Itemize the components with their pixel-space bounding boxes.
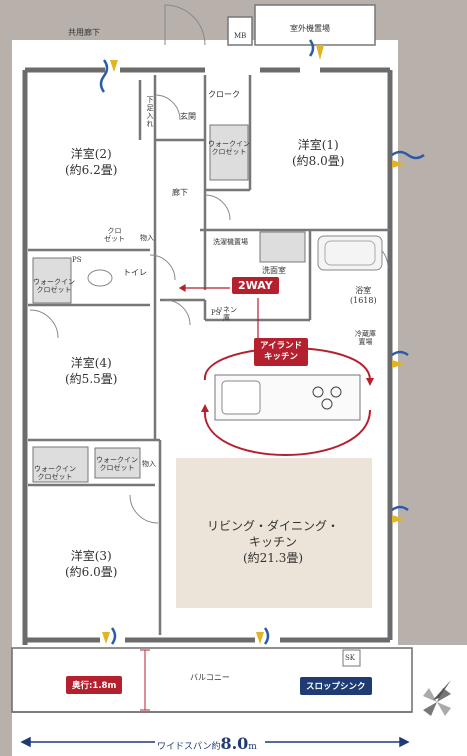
balcony-label: バルコニー — [190, 673, 230, 682]
wic3-line2: クロゼット — [37, 473, 73, 482]
linen-line2: 庫 — [223, 314, 230, 323]
closet2-line1: クロ — [107, 227, 122, 235]
depth-badge: 奥行:1.8m — [66, 676, 123, 694]
depth-dimension — [140, 649, 150, 711]
door-swings — [29, 4, 389, 524]
wic-left-line1: ウォークイン — [33, 278, 75, 286]
width-span-text: ワイドスパン約 — [157, 742, 221, 752]
room3-size: (約6.0畳) — [65, 565, 118, 580]
ldk-line2: キッチン — [249, 535, 298, 550]
mb-label: MB — [234, 32, 247, 40]
wic4-label: ウォークイン クロゼット — [96, 456, 138, 472]
closet2-line2: ゼット — [104, 235, 125, 244]
room2-name: 洋室(2) — [70, 147, 112, 161]
interior-walls — [28, 75, 390, 635]
bath-name: 浴室 — [355, 286, 372, 295]
room3-name: 洋室(3) — [70, 549, 112, 563]
washroom-label: 洗面室 — [262, 266, 286, 275]
room2-label: 洋室(2) (約6.2畳) — [65, 146, 117, 178]
bathtub — [317, 235, 383, 271]
fridge-label: 冷蔵庫 置場 — [355, 330, 376, 346]
wic-left-line2: クロゼット — [36, 286, 72, 295]
laundry-pan-label: 洗濯機置場 — [213, 238, 248, 246]
wic1-label: ウォークイン クロゼット — [208, 140, 250, 156]
sk-box — [342, 649, 361, 667]
toilet-label: トイレ — [123, 268, 147, 277]
linen-line1: リネン — [216, 306, 237, 314]
ldk-line1: リビング・ダイニング・ — [207, 519, 340, 533]
closet2-label: クロ ゼット — [104, 227, 125, 243]
island-line2: キッチン — [264, 352, 299, 363]
room2-size: (約6.2畳) — [65, 163, 118, 178]
wic4-line2: クロゼット — [99, 464, 135, 473]
room1-name: 洋室(1) — [297, 138, 339, 152]
outdoor-unit-label: 室外機置場 — [290, 24, 330, 33]
entrance-label: 玄関 — [180, 112, 196, 121]
wic4-line1: ウォークイン — [96, 456, 138, 464]
fridge-line2: 置場 — [358, 338, 373, 347]
wic3-line1: ウォークイン — [34, 465, 76, 473]
linen-label: リネン 庫 — [216, 306, 237, 322]
ventilation-icon — [99, 39, 425, 645]
storage-label: 物入 — [140, 234, 154, 242]
bath-label: 浴室 (1618) — [350, 286, 377, 305]
two-way-badge: 2WAY — [232, 277, 279, 294]
toilet-fixture — [87, 269, 113, 287]
ldk-label: リビング・ダイニング・ キッチン (約21.3畳) — [207, 518, 339, 567]
island-line1: アイランド — [260, 341, 303, 351]
ldk-size: (約21.3畳) — [242, 551, 304, 566]
width-dimension — [20, 736, 410, 748]
fridge-line1: 冷蔵庫 — [355, 330, 376, 338]
shoe-box-label: 下足入れ — [146, 96, 154, 129]
room1-label: 洋室(1) (約8.0畳) — [292, 137, 344, 169]
sk-label: SK — [345, 654, 356, 662]
width-span-value: 8.0 — [220, 734, 249, 753]
room1-size: (約8.0畳) — [292, 154, 345, 169]
width-span-label: ワイドスパン約8.0m — [157, 733, 257, 755]
room4-name: 洋室(4) — [70, 356, 112, 370]
closet-shelves — [32, 124, 306, 483]
balcony-outline — [11, 647, 413, 713]
walls — [22, 67, 393, 645]
wic-left-label: ウォークイン クロゼット — [33, 278, 75, 294]
common-corridor-label: 共用廊下 — [68, 28, 100, 37]
ps2-label: PS — [211, 309, 221, 317]
island-kitchen-badge: アイランド キッチン — [254, 338, 309, 367]
wic1-line2: クロゼット — [211, 148, 247, 157]
compass-icon — [423, 680, 451, 716]
hallway-label: 廊下 — [172, 188, 188, 197]
cloak-label: クローク — [208, 90, 240, 99]
slop-sink-badge: スロップシンク — [300, 677, 372, 695]
ldk-floor — [176, 458, 372, 608]
room4-label: 洋室(4) (約5.5畳) — [65, 355, 117, 387]
room3-label: 洋室(3) (約6.0畳) — [65, 548, 117, 580]
room4-size: (約5.5畳) — [65, 372, 118, 387]
bath-size: (1618) — [350, 295, 377, 305]
wic3-label: ウォークイン クロゼット — [34, 465, 76, 481]
wic1-line1: ウォークイン — [208, 140, 250, 148]
width-span-unit: m — [248, 742, 257, 752]
storage2-label: 物入 — [142, 460, 156, 468]
ps1-label: PS — [72, 256, 82, 264]
